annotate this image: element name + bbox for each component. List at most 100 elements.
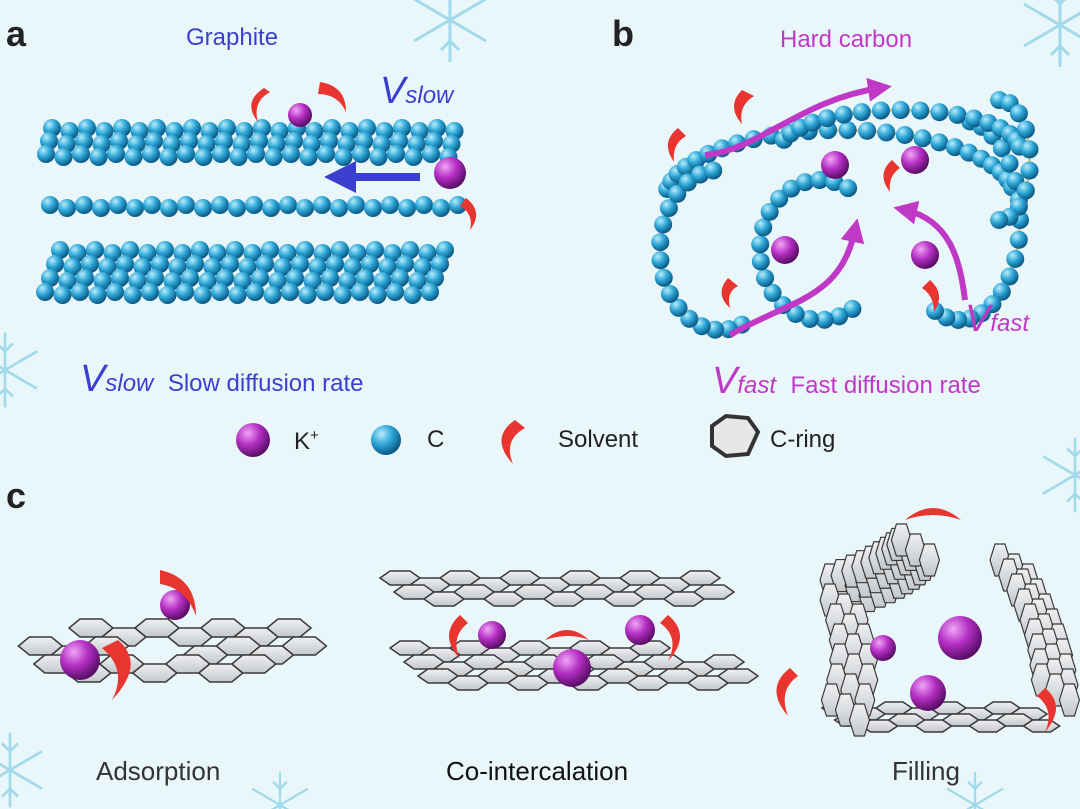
carbon-atom xyxy=(123,286,142,304)
carbon-atom xyxy=(911,101,930,120)
solvent-molecule xyxy=(667,128,686,162)
potassium-ion xyxy=(553,649,591,687)
solvent-molecule xyxy=(318,82,346,112)
carbon-atom xyxy=(422,145,440,163)
carbon-atom xyxy=(142,145,160,163)
carbon-atom xyxy=(176,283,194,301)
carbon-atom xyxy=(803,113,822,132)
carbon-atom xyxy=(751,252,770,271)
legend-solvent-swatch xyxy=(501,420,525,464)
solvent-molecule xyxy=(251,88,270,122)
solvent-molecule xyxy=(545,630,589,640)
carbon-atom xyxy=(383,244,402,262)
rate-symbol: V xyxy=(965,298,991,340)
graphite-layer-top xyxy=(37,119,464,166)
caption-subscript: slow xyxy=(105,370,154,397)
carbon-atom xyxy=(1020,140,1039,159)
carbon-atom xyxy=(160,199,178,217)
solvent-molecule xyxy=(776,668,798,716)
solvent-molecule xyxy=(449,615,468,659)
carbon-atom xyxy=(299,148,318,166)
solvent-molecule xyxy=(922,280,940,312)
fast-diffusion-arrow xyxy=(893,200,968,301)
carbon-atom xyxy=(651,233,670,252)
carbon-atom xyxy=(391,269,409,287)
carbon-atom xyxy=(408,272,427,290)
panel-a-letter: a xyxy=(6,13,27,54)
snowflake-icon xyxy=(250,771,310,809)
co-intercalation-sheet-top xyxy=(378,570,736,607)
legend-potassium-label: K+ xyxy=(294,428,319,454)
carbon-atom xyxy=(262,199,280,217)
carbon-ring xyxy=(230,654,277,674)
legend-k-superscript: + xyxy=(310,427,319,444)
carbon-atom xyxy=(163,272,182,290)
carbon-atom xyxy=(264,148,283,166)
carbon-atom xyxy=(660,284,679,303)
carbon-atom xyxy=(86,241,104,259)
carbon-ring xyxy=(716,668,760,684)
carbon-atom xyxy=(46,255,64,273)
carbon-atom xyxy=(948,105,967,124)
potassium-ion xyxy=(910,675,946,711)
carbon-atom xyxy=(795,173,814,192)
potassium-ion xyxy=(288,103,312,127)
carbon-atom xyxy=(404,148,423,166)
carbon-atom xyxy=(151,255,169,273)
carbon-atom xyxy=(421,283,439,301)
carbon-atom xyxy=(396,255,414,273)
panel-c-mechanisms xyxy=(17,508,1080,737)
carbon-atom xyxy=(926,301,945,320)
carbon-ring xyxy=(702,654,746,670)
carbon-atom xyxy=(1006,249,1025,268)
carbon-atom xyxy=(298,286,317,304)
carbon-atom xyxy=(141,283,159,301)
carbon-atom xyxy=(68,244,87,262)
potassium-ion xyxy=(901,146,929,174)
carbon-atom xyxy=(431,255,449,273)
carbon-atom xyxy=(654,268,673,287)
legend-ring-swatch xyxy=(710,413,761,459)
legend-solvent-label: Solvent xyxy=(558,426,639,453)
solvent-molecule xyxy=(1037,688,1056,732)
carbon-atom xyxy=(756,269,775,288)
carbon-atom xyxy=(351,283,369,301)
carbon-atom xyxy=(891,101,910,120)
carbon-atom xyxy=(133,258,152,276)
carbon-atom xyxy=(830,307,849,326)
carbon-atom xyxy=(53,286,72,304)
carbon-atom xyxy=(418,244,437,262)
carbon-atom xyxy=(330,199,348,217)
carbon-atom xyxy=(211,283,229,301)
carbon-atom xyxy=(356,269,374,287)
panel-a-graphite-illustration xyxy=(36,82,477,304)
carbon-atom xyxy=(251,269,269,287)
carbon-atom xyxy=(373,272,392,290)
carbon-atom xyxy=(381,196,399,214)
panel-a-rate-label: Vslow xyxy=(380,72,453,110)
carbon-atom xyxy=(317,145,335,163)
carbon-atom xyxy=(843,299,862,318)
solvent-molecule xyxy=(721,278,738,308)
caption-symbol: V xyxy=(712,360,738,402)
carbon-atom xyxy=(198,272,217,290)
carbon-atom xyxy=(366,241,384,259)
caption-subscript: fast xyxy=(737,372,777,399)
filling-pore-structure xyxy=(819,523,1080,737)
carbon-atom xyxy=(1009,104,1028,123)
carbon-atom xyxy=(228,286,247,304)
carbon-atom xyxy=(818,109,837,128)
fast-diffusion-arrow xyxy=(728,218,865,338)
carbon-atom xyxy=(37,145,55,163)
carbon-atom xyxy=(75,196,93,214)
carbon-atom xyxy=(233,272,252,290)
solvent-molecule xyxy=(660,615,680,661)
carbon-atom xyxy=(138,244,157,262)
mechanism-label-adsorption: Adsorption xyxy=(96,756,221,786)
carbon-atom xyxy=(286,269,304,287)
carbon-atom xyxy=(98,258,117,276)
carbon-atom xyxy=(208,244,227,262)
carbon-atom xyxy=(871,101,890,120)
carbon-ring xyxy=(848,703,871,737)
carbon-atom xyxy=(88,286,107,304)
